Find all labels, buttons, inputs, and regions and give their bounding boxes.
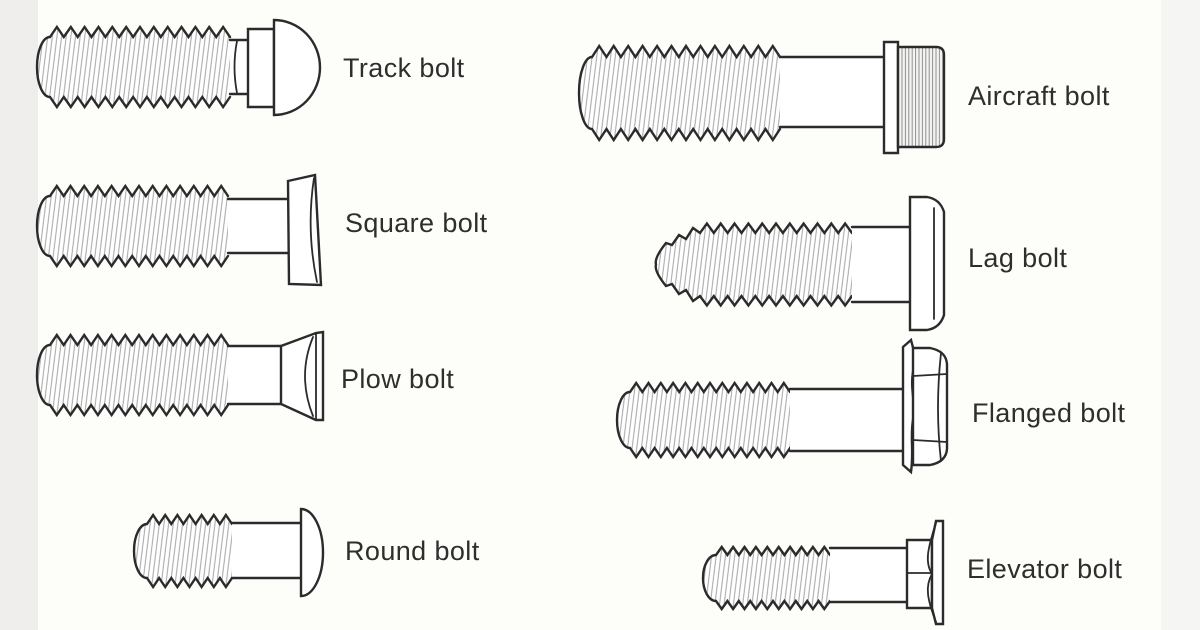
flanged-bolt-illustration [615,337,949,475]
square-bolt-illustration [35,173,323,287]
round-bolt-illustration [132,507,325,598]
aircraft-bolt-label: Aircraft bolt [968,81,1110,112]
elevator-bolt-label: Elevator bolt [967,554,1123,585]
track-bolt-illustration [35,18,322,117]
left-margin-strip [0,0,38,630]
round-bolt-label: Round bolt [345,536,480,567]
right-margin-strip [1161,0,1200,630]
plow-bolt-illustration [35,330,325,422]
lag-bolt-illustration [654,195,946,332]
elevator-bolt-illustration [701,519,945,626]
plow-bolt-label: Plow bolt [341,364,455,395]
square-bolt-label: Square bolt [345,208,488,239]
flanged-bolt-label: Flanged bolt [972,398,1126,429]
aircraft-bolt-illustration [577,40,946,155]
lag-bolt-label: Lag bolt [968,243,1068,274]
track-bolt-label: Track bolt [343,53,465,84]
